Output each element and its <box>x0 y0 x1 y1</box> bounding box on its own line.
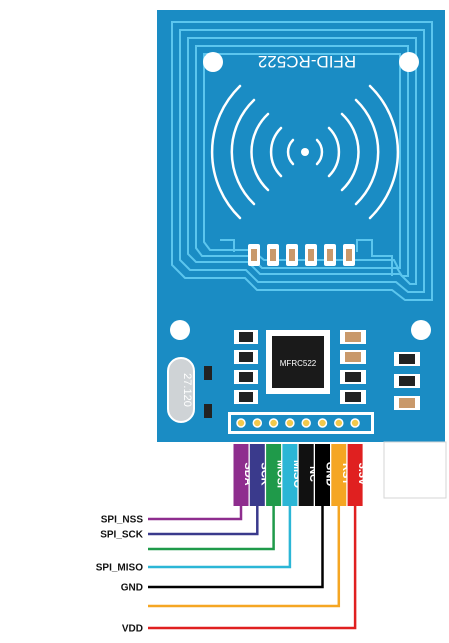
pin-label-33v: 3.3V <box>347 444 368 506</box>
connector-block <box>383 441 447 499</box>
smd-components-edge <box>394 352 420 410</box>
wire-rst <box>148 506 341 608</box>
wire-sck <box>148 506 259 536</box>
mounting-hole-bottom-right <box>411 320 431 340</box>
pin-tab <box>266 444 282 506</box>
header-pad <box>350 418 360 428</box>
wire-sda <box>148 506 243 521</box>
pin-tab <box>233 444 249 506</box>
signal-label-gnd: GND <box>121 583 143 594</box>
pin-tab <box>298 444 314 506</box>
signal-label-spi_nss: SPI_NSS <box>101 515 144 526</box>
antenna-capacitors <box>248 244 355 266</box>
wire-33v <box>148 506 357 630</box>
mfrc522-chip: MFRC522 <box>266 330 330 394</box>
wire-gnd <box>148 506 324 589</box>
header-pad <box>334 418 344 428</box>
signal-label-spi_miso: SPI_MISO <box>96 563 143 574</box>
rf-wave-icon <box>210 84 400 220</box>
smd-components-left <box>234 330 258 404</box>
pin-label-text: 3.3V <box>356 463 368 486</box>
crystal-oscillator: 27.120 <box>167 357 212 423</box>
wire-miso <box>148 506 292 569</box>
header-pad <box>236 418 246 428</box>
header-pad <box>301 418 311 428</box>
pin-tab <box>282 444 298 506</box>
crystal-label: 27.120 <box>181 373 193 407</box>
signal-labels: SPI_NSS SPI_SCK SPI_MISO GND VDD <box>96 515 144 635</box>
header-pad <box>268 418 279 428</box>
header-pads <box>236 418 360 428</box>
smd-components-right <box>340 330 366 404</box>
header-pad <box>252 418 263 428</box>
pin-tab <box>249 444 265 506</box>
header-pad <box>285 418 295 428</box>
pin-header <box>228 412 374 434</box>
signal-label-vdd: VDD <box>122 624 143 635</box>
wires <box>148 506 357 630</box>
chip-label: MFRC522 <box>280 359 317 368</box>
wire-mosi <box>148 506 275 551</box>
board-title: RFID-RC522 <box>258 52 356 71</box>
pin-tab <box>315 444 330 506</box>
pin-tab <box>331 444 347 506</box>
signal-label-spi_sck: SPI_SCK <box>100 530 144 541</box>
mounting-hole-bottom-left <box>170 320 190 340</box>
rfid-board: RFID-RC522 MFRC522 <box>157 10 445 442</box>
header-pad <box>317 418 328 428</box>
mounting-hole-top-left <box>203 52 223 72</box>
mounting-hole-top-right <box>399 52 419 72</box>
pin-tab <box>347 444 363 506</box>
antenna-coil <box>171 21 433 301</box>
